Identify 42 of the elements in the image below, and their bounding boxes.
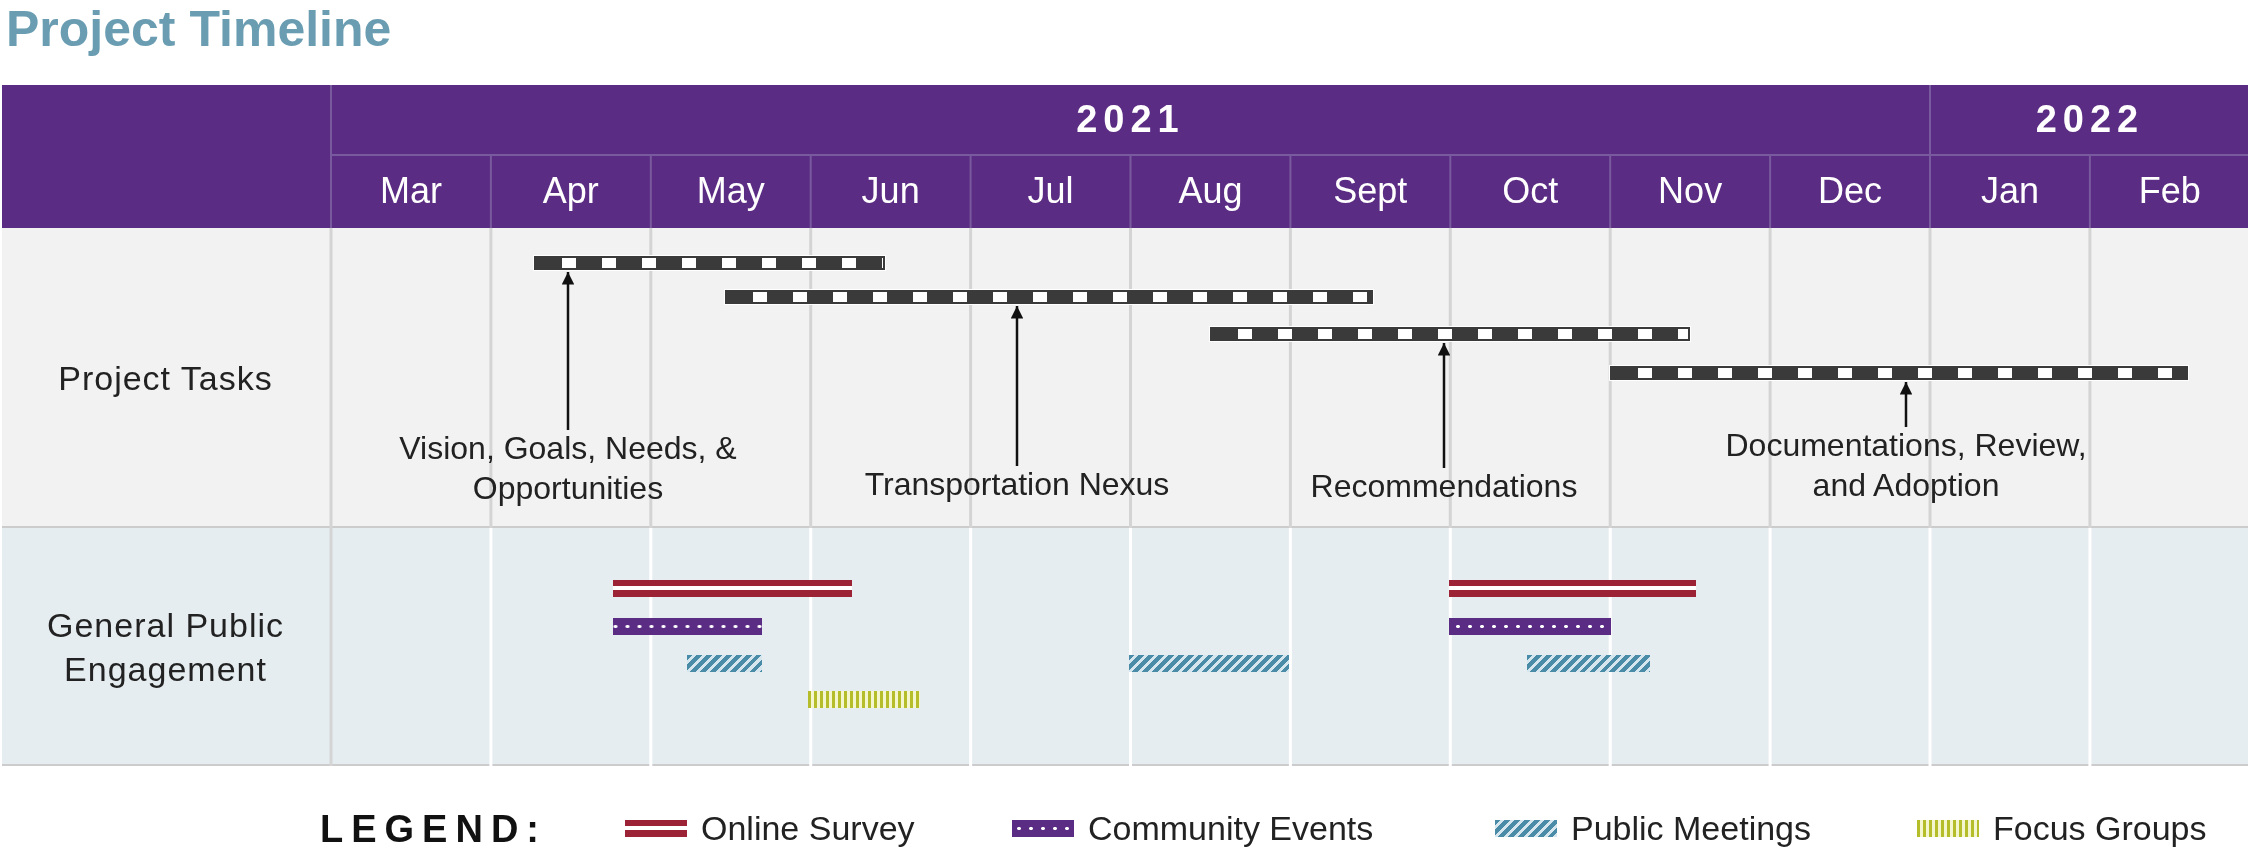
month-header: Jan — [1980, 169, 2039, 214]
task-bar — [1610, 366, 2188, 380]
year-header: 2022 — [2035, 97, 2145, 143]
arrow — [561, 272, 575, 430]
month-header: May — [696, 169, 765, 214]
arrow — [1437, 343, 1451, 468]
task-label: Recommendations — [1264, 466, 1624, 506]
legend-label: Focus Groups — [1993, 808, 2207, 849]
month-header: Feb — [2138, 169, 2201, 214]
month-header: Jun — [861, 169, 920, 214]
meetings-bar — [1129, 655, 1289, 672]
row-header: Project Tasks — [58, 357, 273, 399]
events-bar — [613, 618, 762, 635]
arrow — [1010, 306, 1024, 466]
legend-label: Online Survey — [701, 808, 915, 849]
task-bar — [725, 290, 1373, 304]
legend-heading: LEGEND: — [320, 807, 547, 852]
month-header: Nov — [1658, 169, 1723, 214]
chart-title: Project Timeline — [6, 0, 392, 58]
task-bar — [1210, 327, 1690, 341]
month-header: Dec — [1818, 169, 1883, 214]
year-header: 2021 — [1076, 97, 1185, 143]
events-bar — [1449, 618, 1611, 635]
task-label: Documentations, Review, and Adoption — [1706, 425, 2106, 505]
task-label: Vision, Goals, Needs, & Opportunities — [398, 428, 738, 508]
arrow — [1899, 382, 1913, 427]
task-label: Transportation Nexus — [807, 464, 1227, 504]
legend-label: Community Events — [1088, 808, 1374, 849]
task-bar — [534, 256, 885, 270]
month-header: Mar — [379, 169, 442, 214]
month-header: Apr — [542, 169, 599, 214]
meetings-bar — [1527, 655, 1650, 672]
legend-label: Public Meetings — [1571, 808, 1811, 849]
month-header: Jul — [1027, 169, 1074, 214]
survey-bar — [613, 580, 852, 597]
meetings-bar — [687, 655, 762, 672]
focus-group-bar — [808, 691, 920, 708]
row-header: General Public Engagement — [46, 604, 285, 690]
month-header: Oct — [1502, 169, 1559, 214]
month-header: Aug — [1178, 169, 1243, 214]
survey-bar — [1449, 580, 1696, 597]
month-header: Sept — [1333, 169, 1408, 214]
